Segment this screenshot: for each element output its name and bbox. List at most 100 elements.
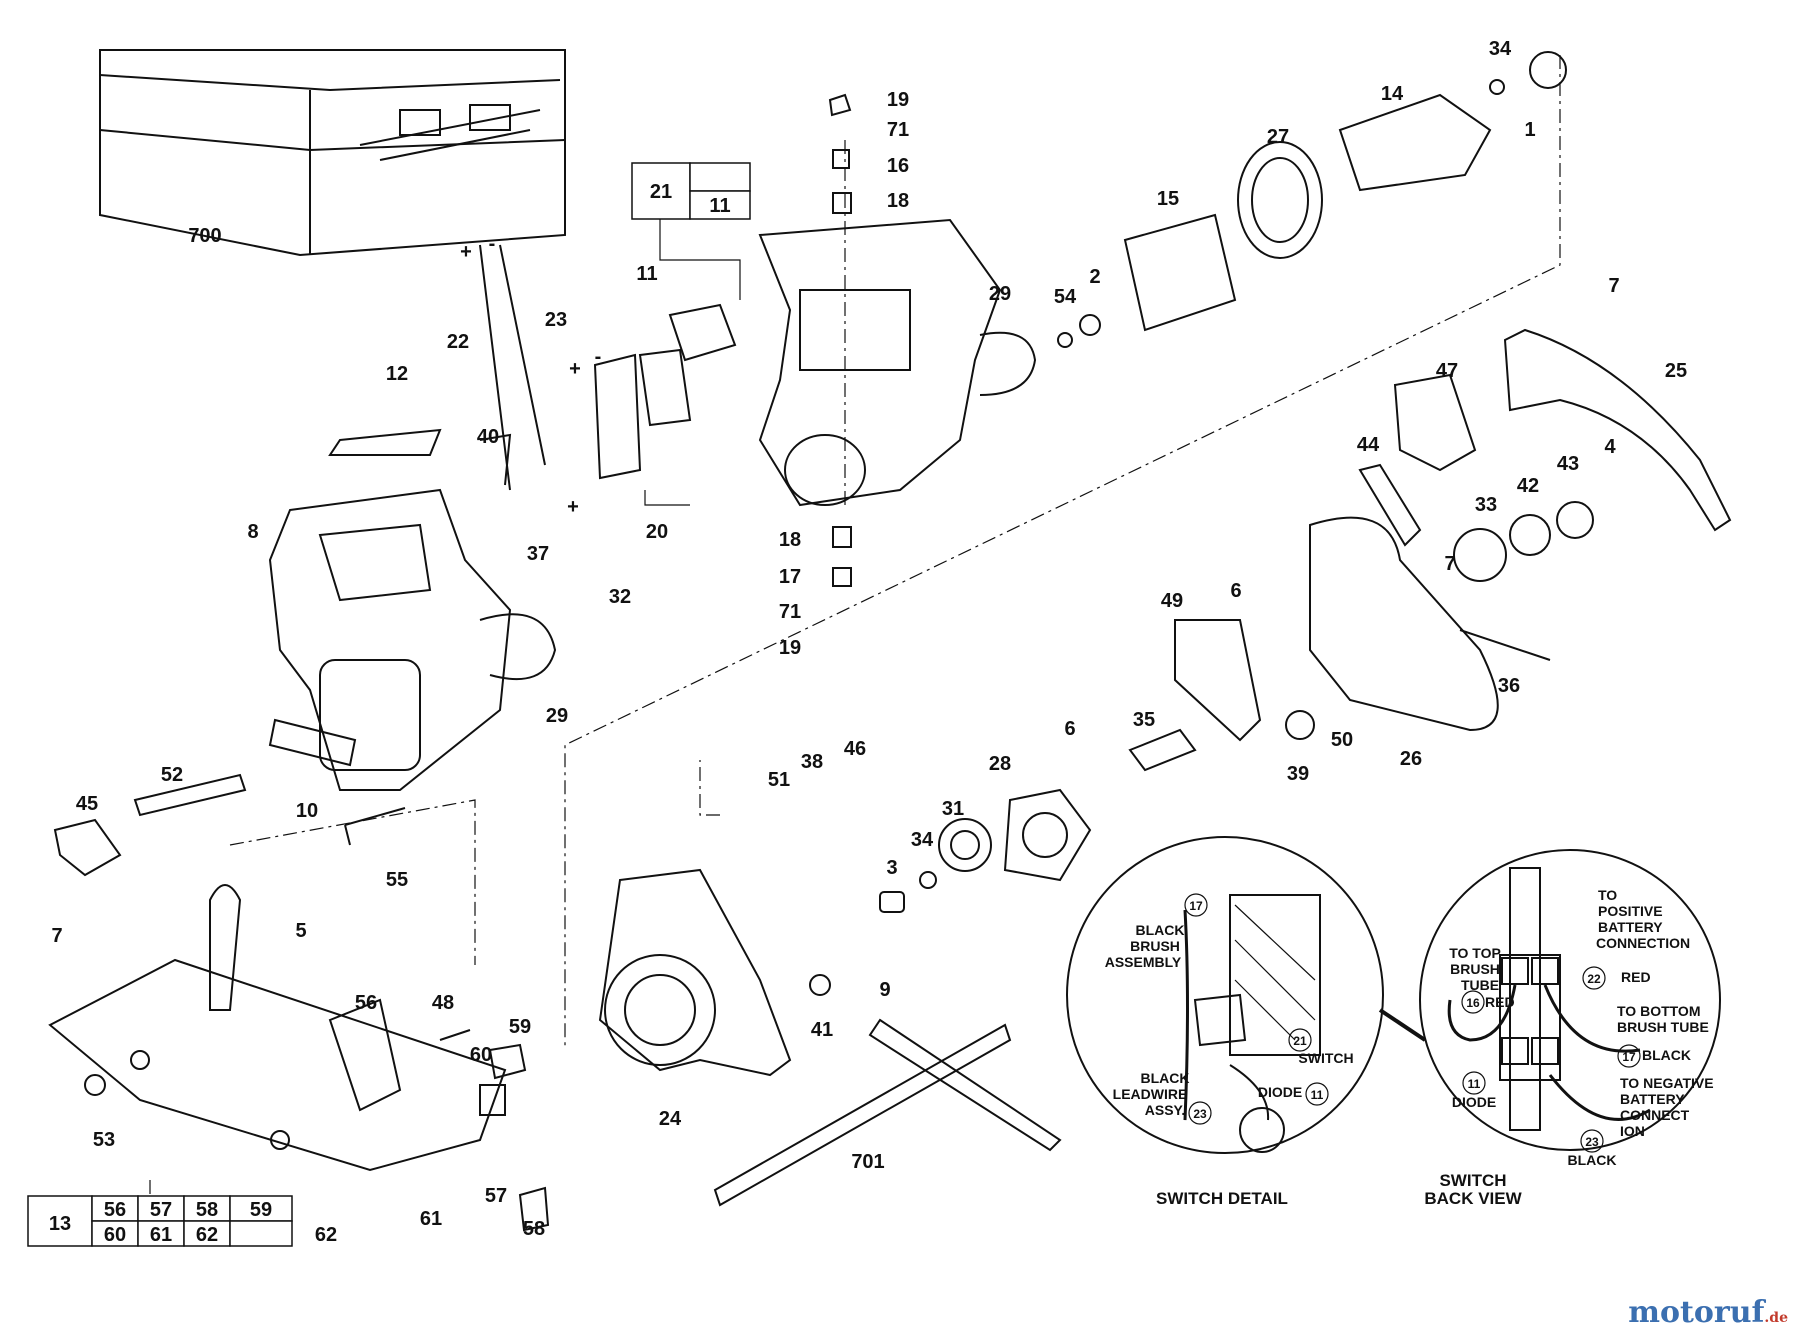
callout-54: 54	[1054, 286, 1077, 308]
callout-16: 16	[887, 155, 909, 177]
inset-label: DIODE	[1258, 1084, 1302, 1100]
inset-label: ASSY.	[1145, 1102, 1185, 1118]
inset-label: 23	[1193, 1107, 1207, 1121]
inset-label: 21	[1293, 1034, 1307, 1048]
callout-19: 19	[779, 637, 801, 659]
callout-55: 55	[386, 869, 408, 891]
callout-10: 10	[296, 800, 318, 822]
callout-43: 43	[1557, 453, 1579, 475]
inset-label: BRUSH	[1450, 961, 1500, 977]
polarity-minus: -	[595, 346, 602, 368]
callout-58: 58	[523, 1218, 545, 1240]
inset-label: BATTERY	[1598, 919, 1663, 935]
kit-bottom-cell: 58	[196, 1199, 218, 1221]
kit-bottom-cell: 56	[104, 1199, 126, 1221]
callout-6: 6	[1230, 580, 1241, 602]
callout-37: 37	[527, 543, 549, 565]
kit-bottom-cell: 62	[196, 1224, 218, 1246]
callout-35: 35	[1133, 709, 1155, 731]
inset-label: 22	[1587, 972, 1601, 986]
callout-29: 29	[546, 705, 568, 727]
inset-label: 11	[1311, 1088, 1324, 1102]
callout-39: 39	[1287, 763, 1309, 785]
callout-15: 15	[1157, 188, 1179, 210]
callout-47: 47	[1436, 360, 1458, 382]
callout-49: 49	[1161, 590, 1183, 612]
switch-detail-inset: BLACK BRUSH ASSEMBLY SWITCH BLACK LEADWI…	[1066, 836, 1384, 1208]
switch-back-view-inset: TO POSITIVE BATTERY CONNECTION TO TOP BR…	[1378, 849, 1721, 1208]
switch-back-title: SWITCH	[1439, 1171, 1506, 1190]
inset-label: ASSEMBLY	[1105, 954, 1182, 970]
callout-18: 18	[779, 529, 801, 551]
callout-25: 25	[1665, 360, 1687, 382]
callout-4: 4	[1604, 436, 1616, 458]
callout-44: 44	[1357, 434, 1380, 456]
callout-29: 29	[989, 283, 1011, 305]
callout-7: 7	[1444, 553, 1455, 575]
switch-detail-title: SWITCH DETAIL	[1156, 1189, 1288, 1208]
inset-label: POSITIVE	[1598, 903, 1663, 919]
callout-24: 24	[659, 1108, 682, 1130]
small-parts	[53, 93, 852, 1232]
callout-36: 36	[1498, 675, 1520, 697]
callout-48: 48	[432, 992, 454, 1014]
inset-label: CONNECTION	[1596, 935, 1690, 951]
field-and-armature	[1057, 51, 1567, 348]
callout-57: 57	[485, 1185, 507, 1207]
rip-fence	[713, 1018, 1062, 1207]
inset-label: ION	[1620, 1123, 1645, 1139]
inset-label: BLACK	[1136, 922, 1185, 938]
callout-38: 38	[801, 751, 823, 773]
callout-56: 56	[355, 992, 377, 1014]
carry-case	[99, 49, 566, 257]
polarity-plus: +	[567, 496, 579, 518]
watermark-brand: motoruf	[1628, 1295, 1765, 1330]
kit-top-main: 21	[650, 181, 672, 203]
callout-23: 23	[545, 309, 567, 331]
callout-34: 34	[1489, 38, 1512, 60]
inset-label: RED	[1621, 969, 1651, 985]
callout-61: 61	[420, 1208, 442, 1230]
callout-labels: 700 21 11 19 71 16 18 34 1 14 27 15 2 54…	[51, 38, 1687, 1246]
callout-700: 700	[188, 225, 221, 247]
callout-18: 18	[887, 190, 909, 212]
kit-bottom-cell: 61	[150, 1224, 172, 1246]
gear-housing-group	[879, 728, 1197, 913]
inset-label: 17	[1622, 1050, 1636, 1064]
base-plate	[48, 884, 507, 1172]
callout-52: 52	[161, 764, 183, 786]
motor-housing-right	[758, 218, 1037, 507]
inset-label: RED	[1485, 994, 1515, 1010]
callout-22: 22	[447, 331, 469, 353]
inset-label: BLACK	[1141, 1070, 1190, 1086]
callout-53: 53	[93, 1129, 115, 1151]
inset-label: 16	[1466, 996, 1480, 1010]
kit-table-bottom: 13 56 57 58 59 60 61 62	[27, 1195, 293, 1247]
callout-59: 59	[509, 1016, 531, 1038]
kit-top-sub: 11	[709, 195, 730, 217]
kit-table-top: 21 11	[631, 162, 751, 220]
inset-label: BATTERY	[1620, 1091, 1685, 1107]
inset-label: BRUSH TUBE	[1617, 1019, 1709, 1035]
callout-71: 71	[887, 119, 909, 141]
callout-20: 20	[646, 521, 668, 543]
callout-62: 62	[315, 1224, 337, 1246]
lower-blade-guard	[598, 868, 831, 1077]
inset-label: TO	[1598, 887, 1617, 903]
kit-bottom-cell: 57	[150, 1199, 172, 1221]
callout-5: 5	[295, 920, 306, 942]
inset-label: TO NEGATIVE	[1620, 1075, 1714, 1091]
watermark-tld: .de	[1764, 1310, 1788, 1326]
callout-9: 9	[879, 979, 890, 1001]
inset-label: TO BOTTOM	[1617, 1003, 1700, 1019]
inset-label: BRUSH	[1130, 938, 1180, 954]
callout-33: 33	[1475, 494, 1497, 516]
polarity-plus: +	[569, 358, 581, 380]
callout-6: 6	[1064, 718, 1075, 740]
callout-1: 1	[1524, 119, 1535, 141]
callout-41: 41	[811, 1019, 833, 1041]
callout-19: 19	[887, 89, 909, 111]
callout-51: 51	[768, 769, 790, 791]
callout-2: 2	[1089, 266, 1100, 288]
